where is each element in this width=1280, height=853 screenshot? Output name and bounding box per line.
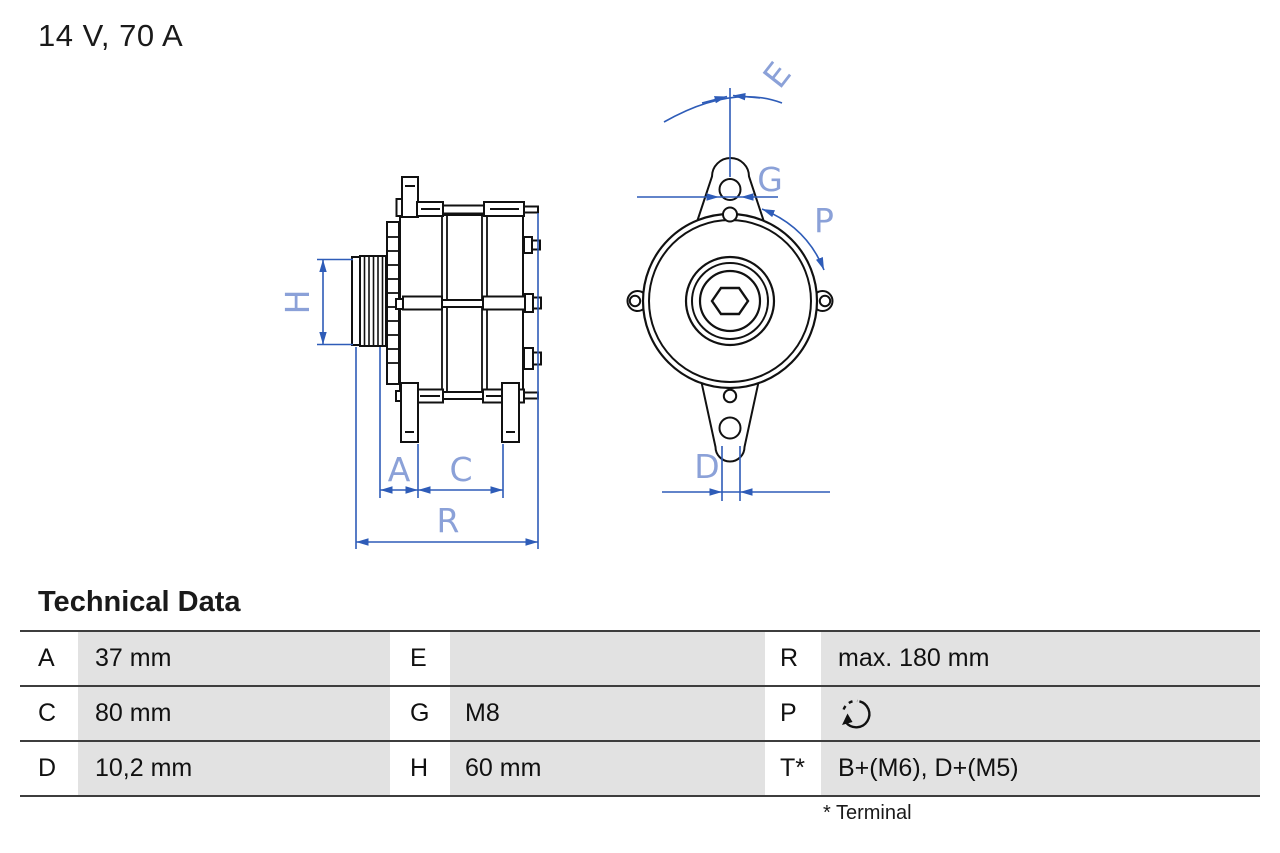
dim-label-a: A <box>388 450 411 489</box>
dim-label-e: E <box>755 55 799 95</box>
hex-socket <box>710 286 750 316</box>
dim-key-h: H <box>390 742 450 795</box>
dim-value-p <box>821 687 1260 740</box>
table-row: D 10,2 mm H 60 mm T* B+(M6), D+(M5) <box>20 740 1260 795</box>
dim-value-g: M8 <box>450 687 765 740</box>
dim-label-d: D <box>694 447 719 486</box>
dim-key-t: T* <box>765 742 821 795</box>
dim-value-e <box>450 632 765 685</box>
dim-value-r: max. 180 mm <box>821 632 1260 685</box>
technical-data-table: A 37 mm E R max. 180 mm C 80 mm G M8 P <box>20 630 1260 797</box>
page-title: 14 V, 70 A <box>38 18 184 53</box>
mounting-foot-right <box>501 382 520 443</box>
dim-key-a: A <box>20 632 78 685</box>
alternator-side-view <box>351 176 542 443</box>
dim-label-c: C <box>449 450 472 489</box>
dim-key-g: G <box>390 687 450 740</box>
table-row: A 37 mm E R max. 180 mm <box>20 632 1260 685</box>
dim-value-c: 80 mm <box>78 687 390 740</box>
dim-value-d: 10,2 mm <box>78 742 390 795</box>
housing-outline <box>641 212 819 390</box>
dim-key-e: E <box>390 632 450 685</box>
pulley <box>351 256 361 346</box>
table-row: C 80 mm G M8 P <box>20 685 1260 740</box>
dim-value-a: 37 mm <box>78 632 390 685</box>
alternator-front-view <box>626 157 834 463</box>
dim-value-t: B+(M6), D+(M5) <box>821 742 1260 795</box>
technical-data-heading: Technical Data <box>38 586 241 618</box>
dimension-labels: H A C R D G E P <box>278 55 834 540</box>
dim-value-h: 60 mm <box>450 742 765 795</box>
dimension-lines <box>317 88 830 549</box>
clockwise-rotation-icon <box>842 699 871 728</box>
dim-key-d: D <box>20 742 78 795</box>
dim-label-r: R <box>437 501 460 540</box>
dim-label-p: P <box>814 201 834 240</box>
dim-label-g: G <box>757 160 783 199</box>
dim-label-h: H <box>278 290 317 315</box>
dim-key-c: C <box>20 687 78 740</box>
mounting-foot-left <box>400 382 419 443</box>
alternator-technical-drawing: H A C R D G E P <box>278 55 834 549</box>
top-mounting-tab <box>401 176 419 218</box>
dim-key-r: R <box>765 632 821 685</box>
terminal-footnote: * Terminal <box>823 802 912 824</box>
rotation-direction-arrow <box>761 208 825 271</box>
dim-key-p: P <box>765 687 821 740</box>
